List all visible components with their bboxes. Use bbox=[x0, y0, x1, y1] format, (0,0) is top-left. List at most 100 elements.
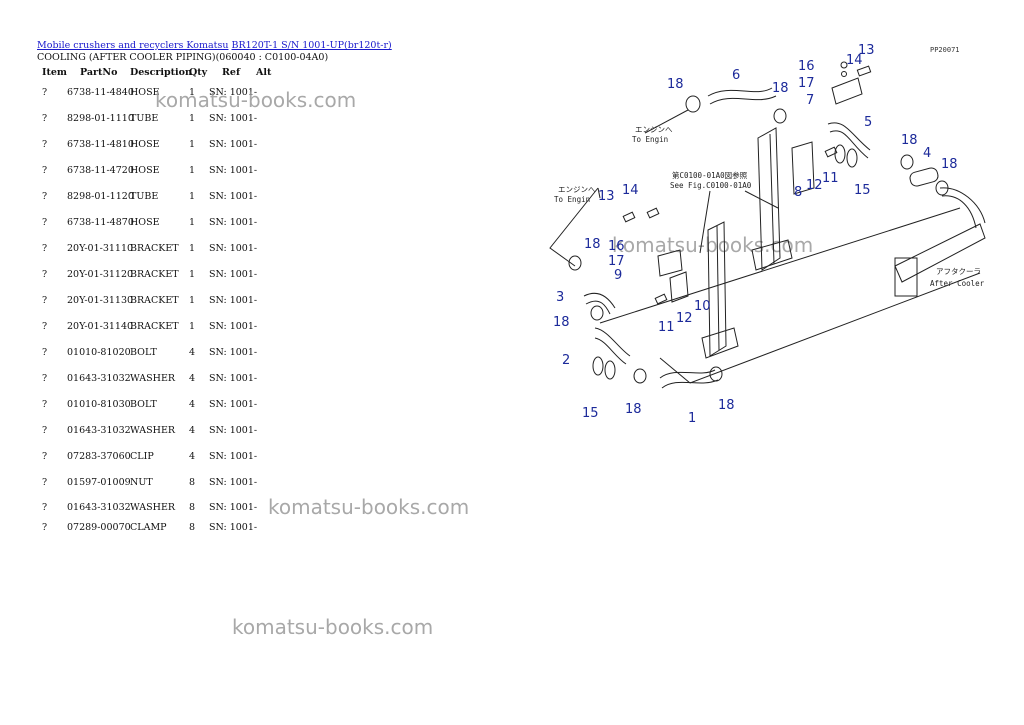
callout-16: 16 bbox=[798, 59, 815, 74]
cell-partno: 01643-31032 bbox=[67, 425, 131, 436]
cell-item: ? bbox=[42, 321, 48, 332]
cell-qty: 1 bbox=[189, 269, 196, 280]
callout-17: 17 bbox=[608, 254, 625, 269]
callout-14: 14 bbox=[846, 53, 863, 68]
cell-partno: 01010-81030 bbox=[67, 399, 131, 410]
breadcrumb-link-catalog[interactable]: Mobile crushers and recyclers Komatsu bbox=[37, 40, 229, 51]
cell-serial-range: SN: 1001- bbox=[209, 243, 258, 254]
callout-18: 18 bbox=[625, 402, 642, 417]
to-engine-note-en-2: To Engin bbox=[554, 195, 590, 204]
callout-18: 18 bbox=[584, 237, 601, 252]
cell-partno: 6738-11-4840 bbox=[67, 87, 134, 98]
breadcrumb: Mobile crushers and recyclers Komatsu BR… bbox=[37, 40, 392, 52]
cell-description: HOSE bbox=[130, 87, 160, 98]
cell-serial-range: SN: 1001- bbox=[209, 295, 258, 306]
callout-11: 11 bbox=[658, 320, 675, 335]
cell-qty: 1 bbox=[189, 87, 196, 98]
callout-16: 16 bbox=[608, 239, 625, 254]
cell-description: NUT bbox=[130, 477, 153, 488]
after-cooler-note-jp: アフタクーラ bbox=[936, 267, 981, 276]
to-engine-note-jp: エンジンへ bbox=[635, 125, 673, 134]
cell-item: ? bbox=[42, 295, 48, 306]
cell-description: BRACKET bbox=[130, 295, 179, 306]
cell-item: ? bbox=[42, 347, 48, 358]
callout-14: 14 bbox=[622, 183, 639, 198]
cell-serial-range: SN: 1001- bbox=[209, 165, 258, 176]
cell-partno: 8298-01-1120 bbox=[67, 191, 134, 202]
cell-qty: 4 bbox=[189, 451, 196, 462]
callout-18: 18 bbox=[772, 81, 789, 96]
callout-11: 11 bbox=[822, 171, 839, 186]
cell-description: CLAMP bbox=[130, 522, 167, 533]
callout-18: 18 bbox=[941, 157, 958, 172]
cell-serial-range: SN: 1001- bbox=[209, 87, 258, 98]
header-item: Item bbox=[42, 67, 67, 78]
callout-13: 13 bbox=[858, 43, 875, 58]
header-description: Description bbox=[130, 67, 192, 78]
header-partno: PartNo bbox=[80, 67, 118, 78]
callout-9: 9 bbox=[614, 268, 622, 283]
cell-qty: 4 bbox=[189, 373, 196, 384]
cell-qty: 1 bbox=[189, 321, 196, 332]
cell-item: ? bbox=[42, 399, 48, 410]
watermark: komatsu-books.com bbox=[232, 615, 434, 639]
cell-partno: 6738-11-4810 bbox=[67, 139, 134, 150]
callout-7: 7 bbox=[806, 93, 814, 108]
breadcrumb-link-model[interactable]: BR120T-1 S/N 1001-UP(br120t-r) bbox=[231, 40, 392, 51]
cell-serial-range: SN: 1001- bbox=[209, 399, 258, 410]
cell-description: BOLT bbox=[130, 399, 157, 410]
cell-partno: 20Y-01-31110 bbox=[67, 243, 134, 254]
cell-partno: 07283-37060 bbox=[67, 451, 131, 462]
header-qty: Qty bbox=[189, 67, 208, 78]
cell-qty: 1 bbox=[189, 139, 196, 150]
after-cooler-note-en: After Cooler bbox=[930, 279, 985, 288]
cell-partno: 6738-11-4720 bbox=[67, 165, 134, 176]
see-figure-note-en: See Fig.C0100-01A0 bbox=[670, 181, 752, 190]
cell-qty: 1 bbox=[189, 165, 196, 176]
callout-17: 17 bbox=[798, 76, 815, 91]
cell-serial-range: SN: 1001- bbox=[209, 347, 258, 358]
cell-item: ? bbox=[42, 217, 48, 228]
to-engine-note-jp-2: エンジンへ bbox=[558, 185, 596, 194]
to-engine-note-en: To Engin bbox=[632, 135, 668, 144]
cell-item: ? bbox=[42, 451, 48, 462]
cell-item: ? bbox=[42, 425, 48, 436]
cell-partno: 01643-31032 bbox=[67, 502, 131, 513]
cell-item: ? bbox=[42, 502, 48, 513]
callout-5: 5 bbox=[864, 115, 872, 130]
cell-description: WASHER bbox=[130, 502, 176, 513]
cell-partno: 01643-31032 bbox=[67, 373, 131, 384]
cell-description: BRACKET bbox=[130, 269, 179, 280]
callout-3: 3 bbox=[556, 290, 564, 305]
cell-item: ? bbox=[42, 87, 48, 98]
cell-item: ? bbox=[42, 373, 48, 384]
cell-serial-range: SN: 1001- bbox=[209, 522, 258, 533]
cell-description: BOLT bbox=[130, 347, 157, 358]
cell-item: ? bbox=[42, 113, 48, 124]
cell-qty: 1 bbox=[189, 191, 196, 202]
cell-partno: 20Y-01-31120 bbox=[67, 269, 134, 280]
cell-description: TUBE bbox=[130, 113, 159, 124]
callout-10: 10 bbox=[694, 299, 711, 314]
cell-item: ? bbox=[42, 522, 48, 533]
see-figure-note-jp: 第C0100-01A0図参照 bbox=[672, 170, 748, 180]
cell-partno: 07289-00070 bbox=[67, 522, 131, 533]
page-title: COOLING (AFTER COOLER PIPING)(060040 : C… bbox=[37, 52, 329, 63]
cell-serial-range: SN: 1001- bbox=[209, 321, 258, 332]
cell-description: HOSE bbox=[130, 139, 160, 150]
